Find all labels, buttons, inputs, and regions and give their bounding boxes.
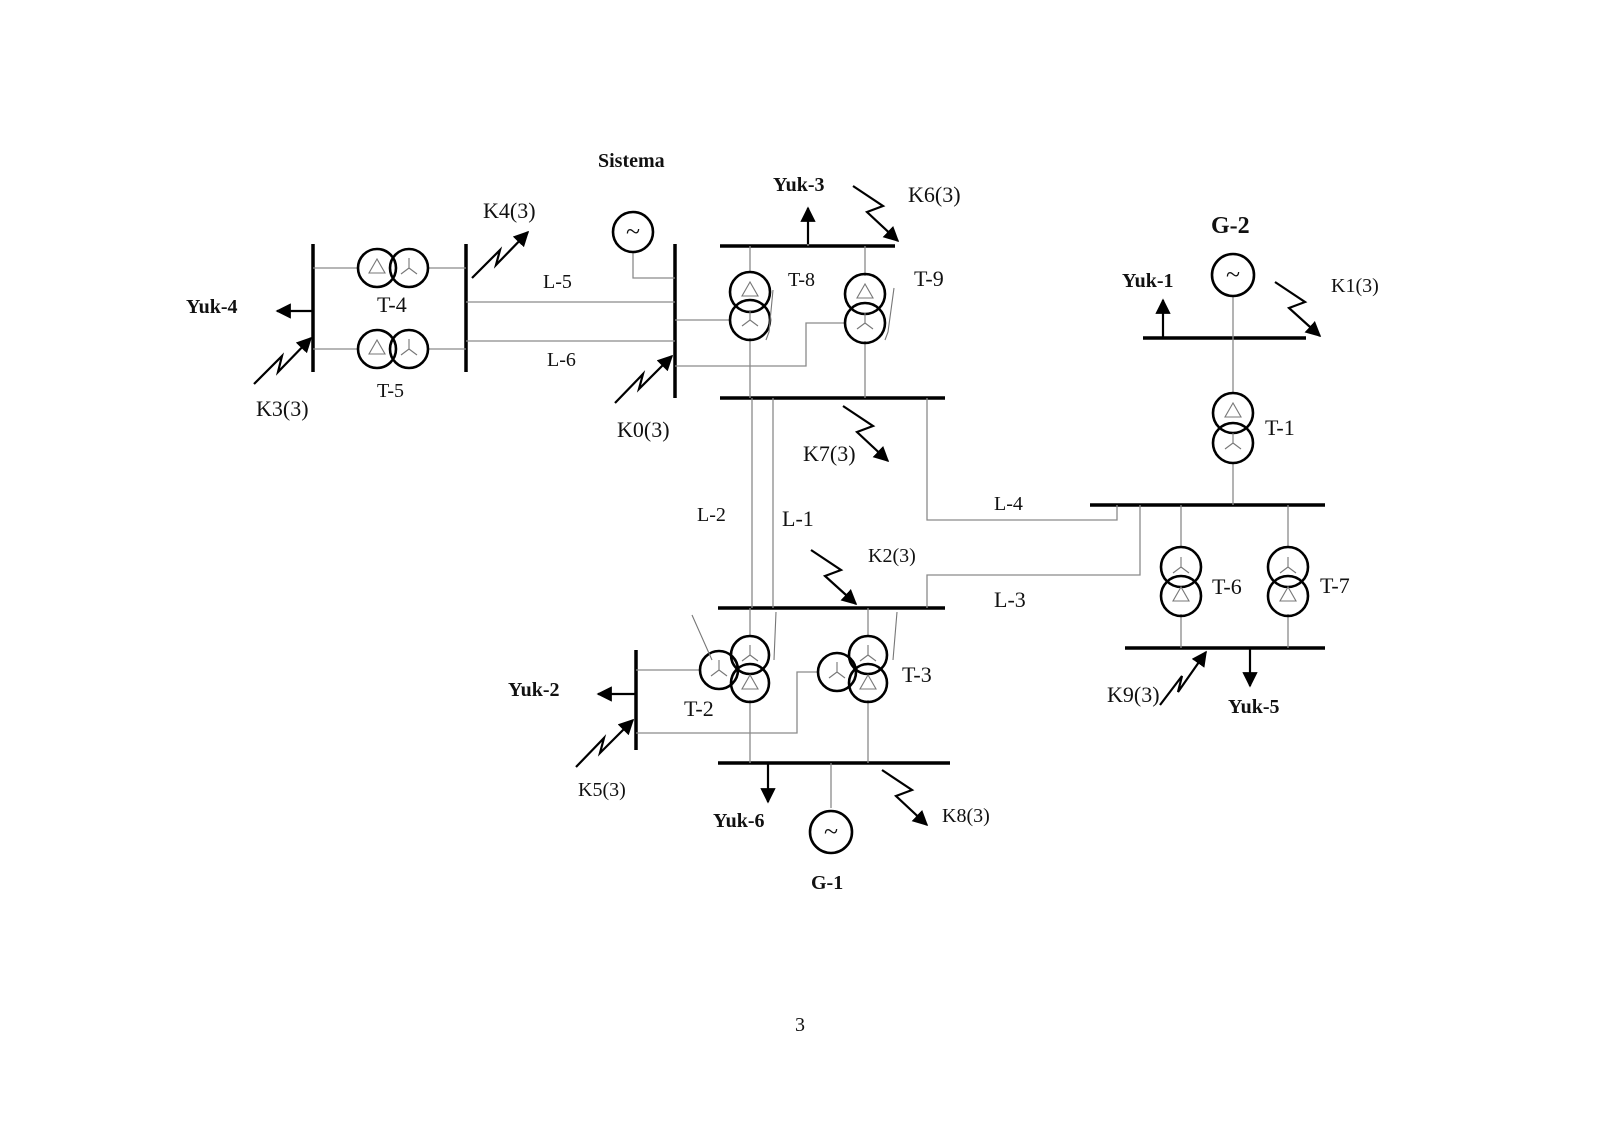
generator-g1-symbol: ~ <box>824 817 838 846</box>
fault-k4-symbol <box>471 230 530 279</box>
l2-label: L-2 <box>697 504 726 526</box>
generator-sistema: ~ <box>611 210 655 254</box>
t6-label: T-6 <box>1212 574 1242 599</box>
yuk5-label: Yuk-5 <box>1228 696 1280 718</box>
generator-g2-symbol: ~ <box>1226 260 1240 289</box>
transformer-t4 <box>356 247 430 289</box>
fault-k1-symbol <box>1274 281 1322 338</box>
transformer-t5 <box>356 328 430 370</box>
k5-label: K5(3) <box>578 779 626 801</box>
t8-label: T-8 <box>788 269 815 291</box>
load-arrows <box>275 206 1258 804</box>
transformer-t1 <box>1211 391 1255 465</box>
l5-label: L-5 <box>543 271 572 293</box>
fault-k9-symbol <box>1159 650 1207 706</box>
t9-label: T-9 <box>914 266 944 291</box>
k0-label: K0(3) <box>617 417 670 442</box>
l1-label: L-1 <box>782 506 814 531</box>
transformer-t8 <box>728 270 774 342</box>
transformer-t6 <box>1159 545 1203 618</box>
yuk1-label: Yuk-1 <box>1122 270 1174 292</box>
l6-label: L-6 <box>547 349 576 371</box>
k2-label: K2(3) <box>868 545 916 567</box>
transformer-t3 <box>816 611 898 704</box>
fault-k3-symbol <box>253 336 313 385</box>
k9-label: K9(3) <box>1107 682 1160 707</box>
fault-k6-symbol <box>852 185 900 243</box>
g2-label: G-2 <box>1211 213 1250 239</box>
t3-label: T-3 <box>902 662 932 687</box>
transformer-t9 <box>843 272 895 345</box>
sistema-label: Sistema <box>598 150 665 172</box>
page-number: 3 <box>795 1014 805 1036</box>
busbars <box>311 244 1325 765</box>
yuk4-label: Yuk-4 <box>186 296 238 318</box>
t4-label: T-4 <box>377 292 407 317</box>
fault-k7-symbol <box>842 405 890 463</box>
k6-label: K6(3) <box>908 182 961 207</box>
wires <box>313 244 1289 808</box>
fault-k8-symbol <box>881 769 929 827</box>
fault-symbols <box>253 185 1322 827</box>
l3-label: L-3 <box>994 587 1026 612</box>
t7-label: T-7 <box>1320 573 1350 598</box>
fault-k0-symbol <box>614 354 674 404</box>
t1-label: T-1 <box>1265 415 1295 440</box>
yuk3-label: Yuk-3 <box>773 174 825 196</box>
t5-label: T-5 <box>377 380 404 402</box>
yuk2-label: Yuk-2 <box>508 679 560 701</box>
transformer-t7 <box>1266 545 1310 618</box>
k8-label: K8(3) <box>942 805 990 827</box>
k3-label: K3(3) <box>256 396 309 421</box>
generator-sistema-symbol: ~ <box>626 217 640 246</box>
t2-label: T-2 <box>684 696 714 721</box>
k1-label: K1(3) <box>1331 275 1379 297</box>
l4-label: L-4 <box>994 493 1023 515</box>
k4-label: K4(3) <box>483 198 536 223</box>
g1-label: G-1 <box>811 872 843 894</box>
fault-k5-symbol <box>575 718 635 768</box>
transformer-t2 <box>691 611 777 704</box>
line-l3 <box>926 505 1141 608</box>
fault-k2-symbol <box>810 549 858 606</box>
line-l4 <box>926 398 1118 521</box>
k7-label: K7(3) <box>803 441 856 466</box>
generator-g2: ~ <box>1210 252 1256 298</box>
generator-g1: ~ <box>808 809 854 855</box>
yuk6-label: Yuk-6 <box>713 810 765 832</box>
